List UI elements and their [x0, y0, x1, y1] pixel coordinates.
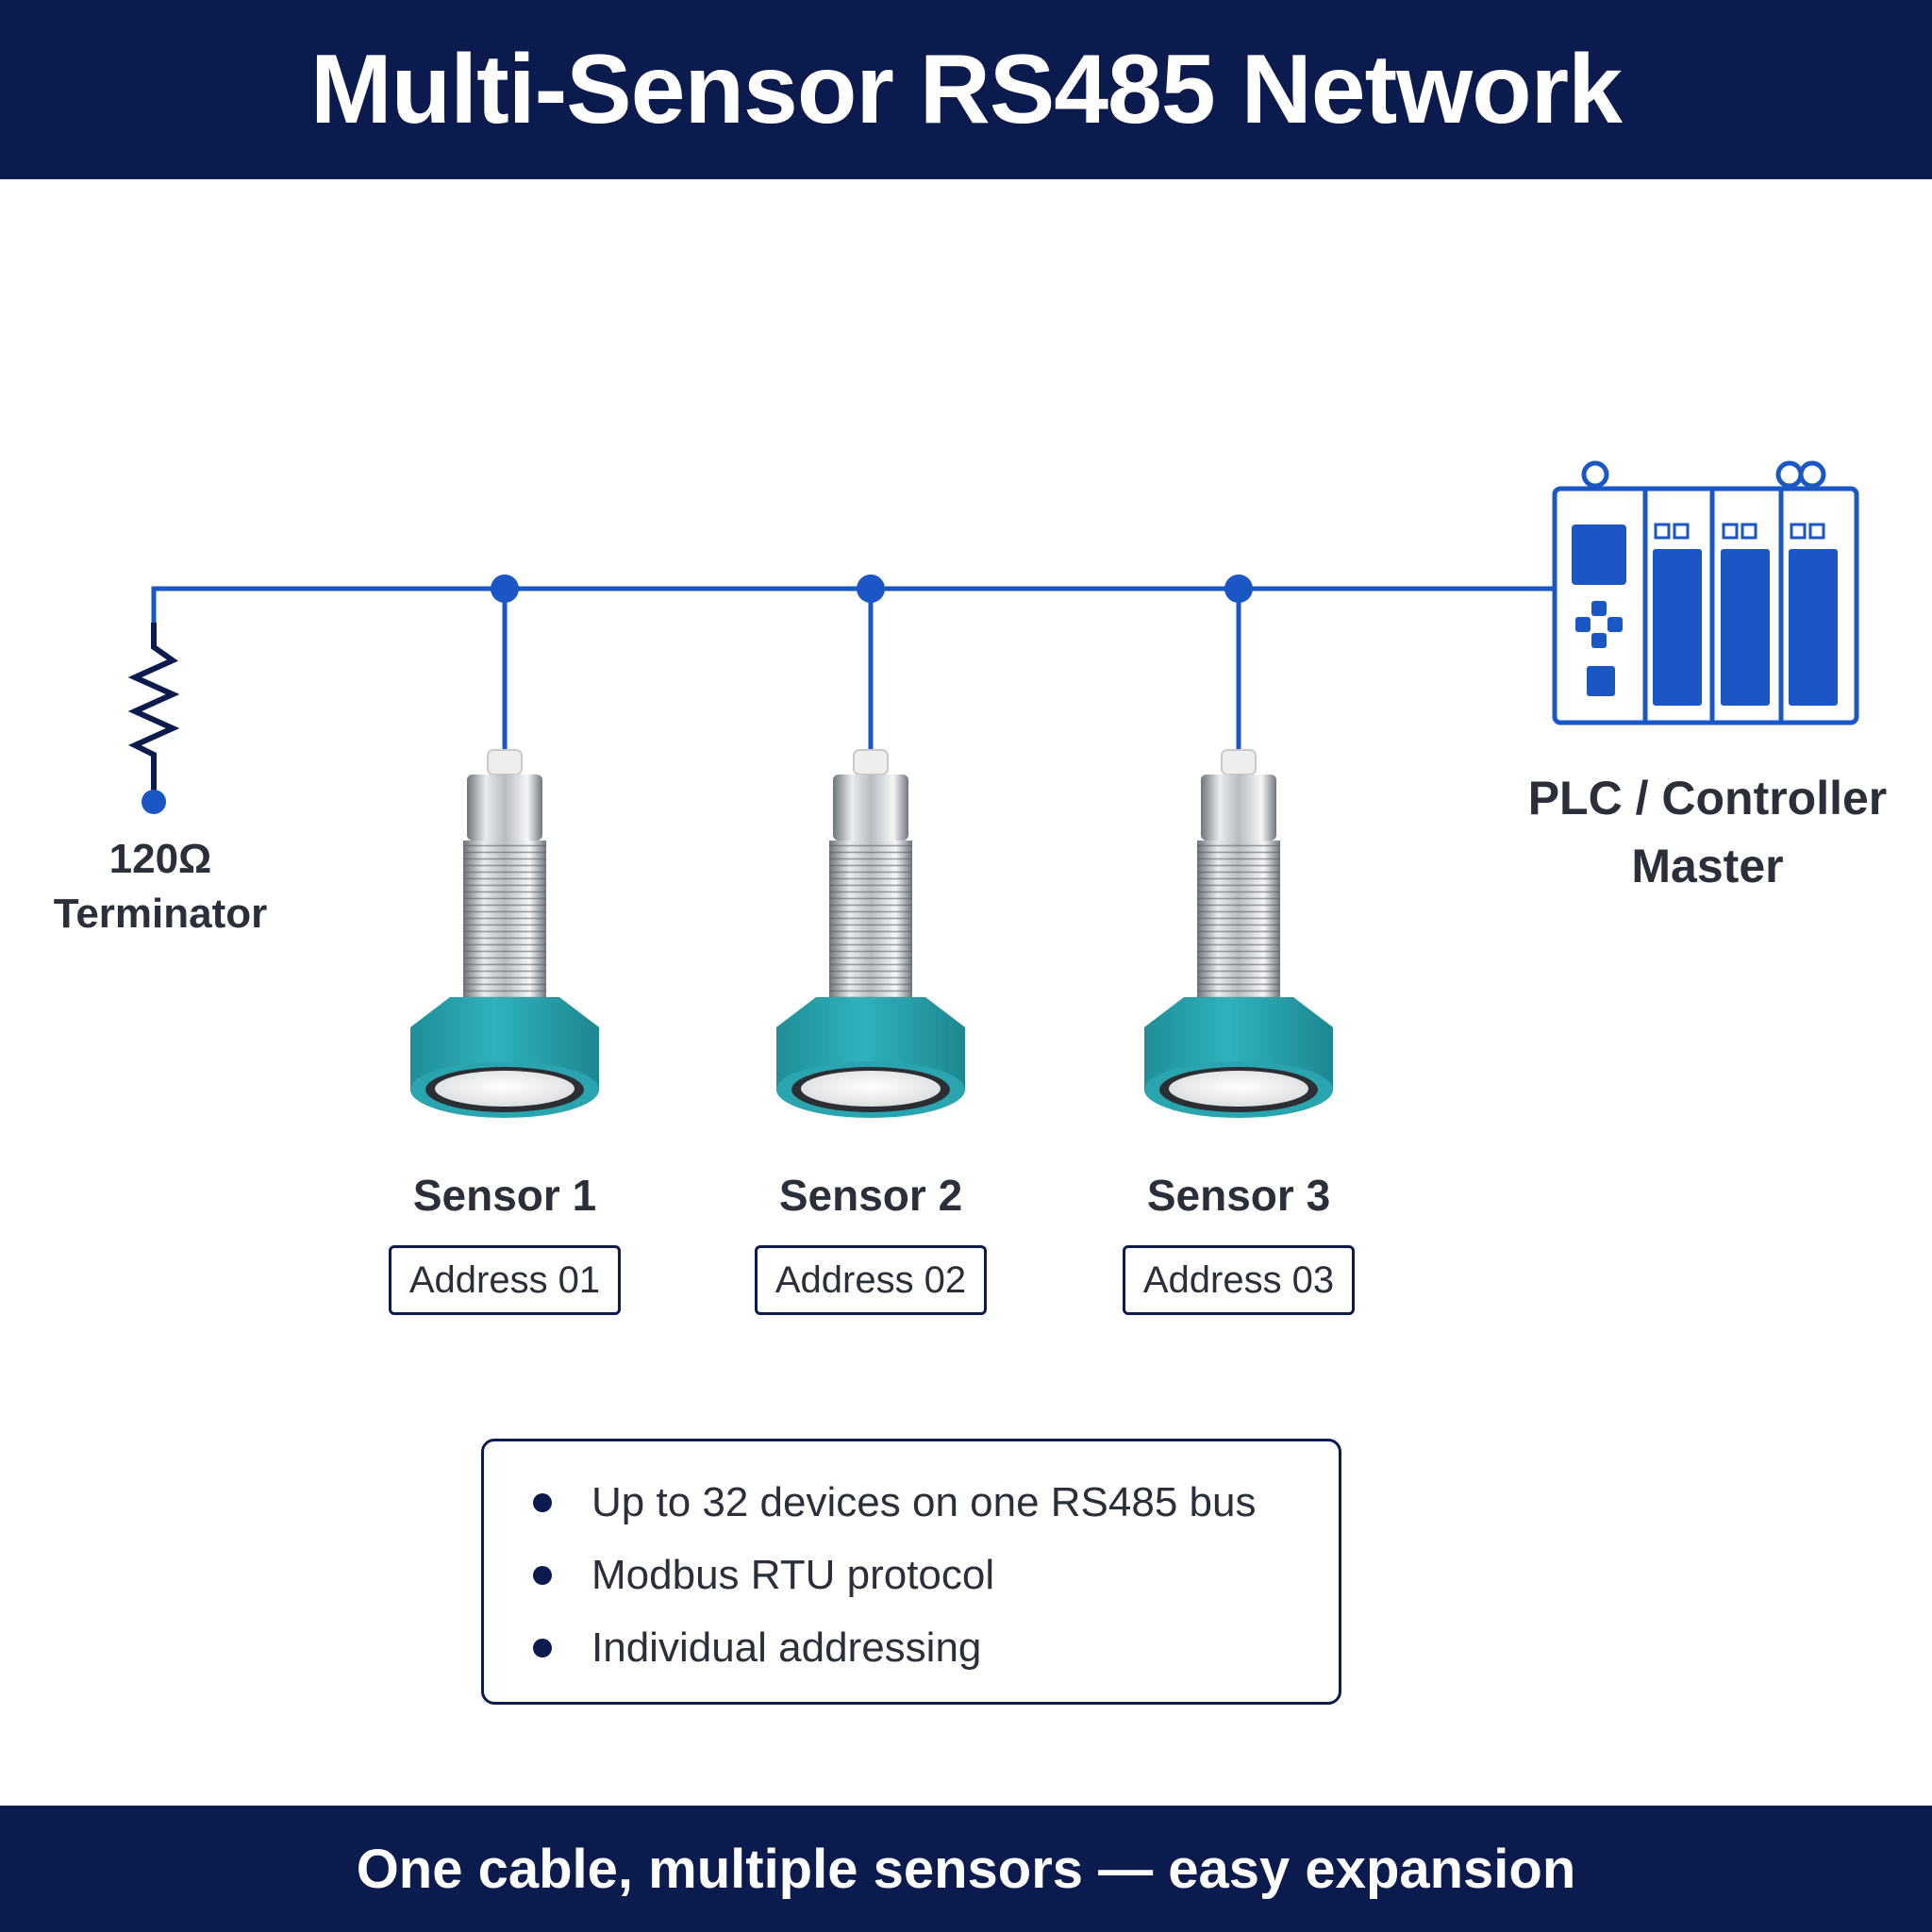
controller-label: PLC / Controller Master — [1491, 764, 1924, 900]
footer-banner: One cable, multiple sensors — easy expan… — [0, 1806, 1932, 1932]
sensor-3-name: Sensor 3 — [1146, 1171, 1331, 1220]
rs485-bus — [151, 586, 1555, 623]
features-list: Up to 32 devices on one RS485 bus Modbus… — [531, 1466, 1339, 1684]
controller-line-2: Master — [1631, 840, 1784, 892]
header-banner: Multi-Sensor RS485 Network — [0, 0, 1932, 179]
bus-junction-3 — [1224, 575, 1253, 750]
feature-item: Up to 32 devices on one RS485 bus — [531, 1466, 1339, 1539]
sensor-1-address: Address 01 — [389, 1245, 621, 1315]
page-title: Multi-Sensor RS485 Network — [310, 34, 1623, 144]
resistor-icon — [127, 623, 180, 814]
plc-icon — [1552, 460, 1859, 725]
feature-item: Modbus RTU protocol — [531, 1539, 1339, 1611]
terminator-label: 120Ω Terminator — [38, 832, 283, 941]
feature-item: Individual addressing — [531, 1611, 1339, 1684]
terminator-value: 120Ω — [108, 836, 212, 882]
sensor-3-address: Address 03 — [1123, 1245, 1355, 1315]
bus-junction-1 — [491, 575, 519, 750]
controller-line-1: PLC / Controller — [1527, 772, 1888, 824]
bus-junction-2 — [857, 575, 885, 750]
sensor-icon — [409, 749, 600, 1119]
sensor-icon — [1143, 749, 1334, 1119]
sensor-icon — [775, 749, 966, 1119]
sensor-1-name: Sensor 1 — [412, 1171, 597, 1220]
sensor-2-address: Address 02 — [755, 1245, 987, 1315]
features-box: Up to 32 devices on one RS485 bus Modbus… — [481, 1439, 1341, 1705]
footer-tagline: One cable, multiple sensors — easy expan… — [356, 1838, 1576, 1900]
terminator-text: Terminator — [53, 891, 268, 937]
sensor-2-name: Sensor 2 — [778, 1171, 963, 1220]
